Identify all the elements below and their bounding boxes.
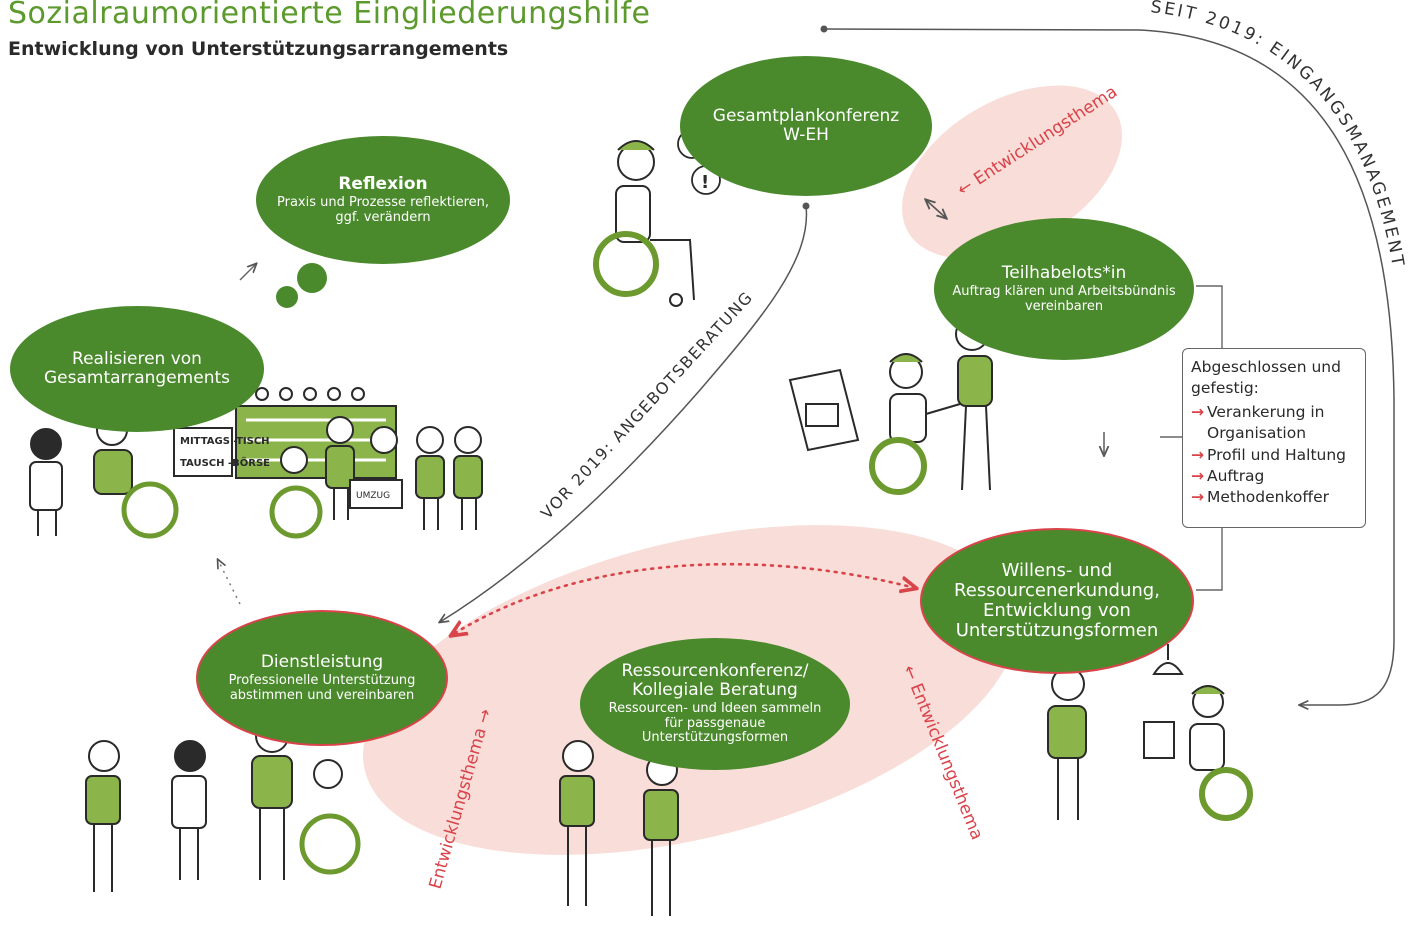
willens-scene-illustration <box>1047 667 1253 821</box>
community-scene-illustration <box>29 387 483 539</box>
gesamtplankonferenz-node: Gesamtplankonferenz W-EH <box>680 56 932 196</box>
reflexion-node: Reflexion Praxis und Prozesse reflektier… <box>256 136 510 264</box>
wheelchair-user-thinking-illustration <box>593 140 695 307</box>
legend-item: → Methodenkoffer <box>1191 487 1357 508</box>
ressourcenkonferenz-title: Ressourcenkonferenz/ Kollegiale Beratung <box>621 661 809 701</box>
eingangsmanagement-arrow <box>823 28 1395 705</box>
red-arrow-icon: → <box>1191 466 1204 485</box>
swap-arrow <box>926 200 946 218</box>
willenserkundung-node: Willens- und Ressourcenerkundung, Entwic… <box>920 528 1194 674</box>
willens-dienstleistung-dotted-arrow <box>452 562 915 635</box>
teilhabelots-text: Auftrag klären und Arbeitsbündnis verein… <box>952 283 1176 314</box>
reflexion-arrow <box>239 264 256 281</box>
svg-text:VOR 2019: ANGEBOTSBERATUNG: VOR 2019: ANGEBOTSBERATUNG <box>537 287 757 522</box>
legend-item-label: Profil und Haltung <box>1207 445 1347 464</box>
thought-dot-small <box>276 286 298 308</box>
abgeschlossen-legend-box: Abgeschlossen und gefestig: → Verankerun… <box>1182 348 1366 528</box>
angebotsberatung-arrow <box>440 205 808 622</box>
legend-item: → Auftrag <box>1191 466 1357 487</box>
reflexion-text: Praxis und Prozesse reflektieren, ggf. v… <box>276 194 490 225</box>
umzug-box-label: UMZUG <box>356 491 390 501</box>
teilhabelots-title: Teilhabelots*in <box>1001 262 1127 283</box>
red-arrow-icon: → <box>1191 488 1204 507</box>
legend-heading: Abgeschlossen und gefestig: <box>1191 358 1341 398</box>
legend-item-label: Auftrag <box>1207 466 1265 485</box>
gesamtplankonferenz-subtitle: W-EH <box>783 125 829 145</box>
thought-dot-large <box>297 263 327 293</box>
red-arrow-icon: → <box>1191 402 1204 421</box>
realisieren-title: Realisieren von Gesamtarrangements <box>44 348 230 388</box>
dotted-up-arrow <box>218 560 241 605</box>
realisieren-node: Realisieren von Gesamtarrangements <box>10 306 264 432</box>
reflexion-title: Reflexion <box>338 173 428 194</box>
angebotsberatung-label: VOR 2019: ANGEBOTSBERATUNG <box>537 287 755 522</box>
legend-item: → Profil und Haltung <box>1191 445 1357 466</box>
svg-text:!: ! <box>701 172 709 193</box>
eingangsmanagement-start-dot <box>820 25 828 33</box>
angebotsberatung-start-dot <box>802 202 810 210</box>
dienstleistung-text: Professionelle Unterstützung abstimmen u… <box>228 672 416 703</box>
eingangsmanagement-label: SEIT 2019: EINGANGSMANAGEMENT <box>1150 0 1406 270</box>
lamp-icon <box>1152 644 1184 675</box>
page-title: Sozialraumorientierte Eingliederungshilf… <box>8 0 651 31</box>
svg-text:SEIT 2019: EINGANGSMANAGEMENT: SEIT 2019: EINGANGSMANAGEMENT <box>1150 0 1408 270</box>
legend-item-label: Verankerung in Organisation <box>1207 402 1325 443</box>
willenserkundung-title: Willens- und Ressourcenerkundung, Entwic… <box>954 559 1160 642</box>
gesamtplankonferenz-title: Gesamtplankonferenz <box>712 105 900 126</box>
dienstleistung-node: Dienstleistung Professionelle Unterstütz… <box>196 610 448 746</box>
red-arrow-icon: → <box>1191 445 1204 464</box>
legend-item-label: Methodenkoffer <box>1207 488 1329 507</box>
ressourcen-scene-illustration <box>559 740 679 916</box>
legend-item: → Verankerung in Organisation <box>1191 402 1357 445</box>
development-zone-upper <box>902 85 1122 259</box>
handshake-illustration <box>788 317 993 495</box>
ressourcenkonferenz-node: Ressourcenkonferenz/ Kollegiale Beratung… <box>580 638 850 770</box>
dienstleistung-title: Dienstleistung <box>260 651 384 672</box>
ressourcenkonferenz-text: Ressourcen- und Ideen sammeln für passge… <box>608 701 822 746</box>
tauschboerse-sign: TAUSCH -BÖRSE <box>180 455 270 469</box>
page-subtitle: Entwicklung von Unterstützungsarrangemen… <box>8 38 509 60</box>
mittagstisch-sign: MITTAGS -TISCH <box>180 436 270 447</box>
teilhabelots-node: Teilhabelots*in Auftrag klären und Arbei… <box>934 218 1194 360</box>
